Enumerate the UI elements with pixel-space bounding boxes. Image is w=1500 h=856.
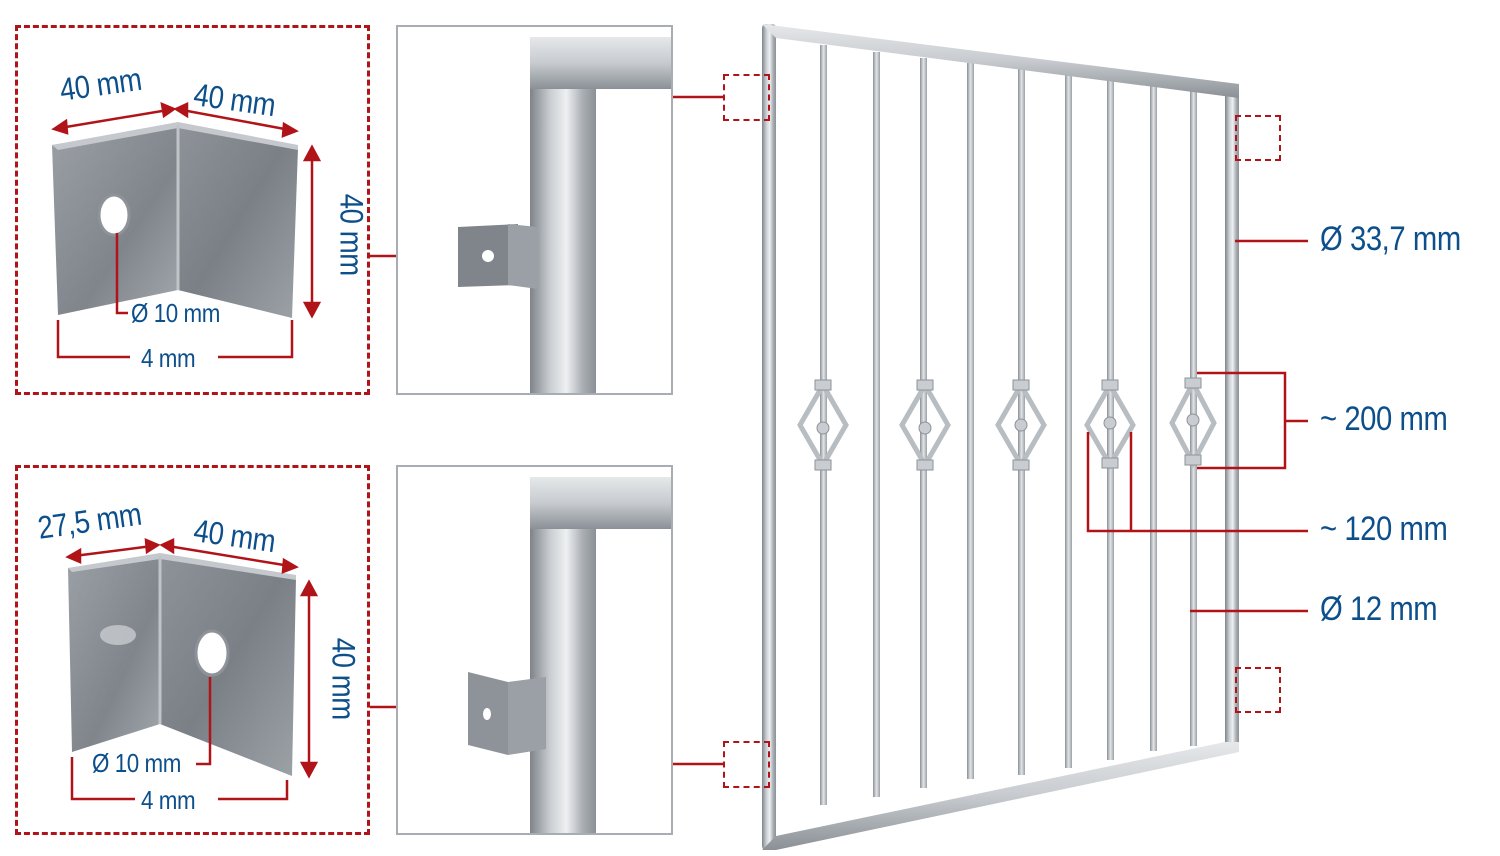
frame-corner-with-bracket-bottom — [468, 477, 671, 833]
grille-mount-marker-top-left — [723, 74, 770, 121]
window-grille — [762, 24, 1239, 850]
bracket-top-hole-label: Ø 10 mm — [131, 298, 220, 328]
detail-panel-top — [396, 25, 673, 395]
bracket-top-height-label: 40 mm — [333, 193, 370, 276]
bar-spacing-label: ~ 120 mm — [1320, 510, 1448, 548]
bracket-bottom-thickness-label: 4 mm — [141, 785, 196, 815]
bracket-top-dimensions — [51, 101, 322, 359]
bracket-top-frame — [15, 25, 370, 395]
frame-corner-with-bracket-top — [458, 37, 671, 393]
detail-panel-bottom — [396, 465, 673, 835]
bracket-top-thickness-label: 4 mm — [141, 343, 196, 373]
bracket-bottom-illustration — [68, 553, 296, 776]
bracket-top-illustration — [52, 122, 298, 318]
ornament-height-label: ~ 200 mm — [1320, 400, 1448, 438]
grille-mount-marker-bottom-right — [1235, 667, 1281, 713]
bracket-bottom-height-label: 40 mm — [325, 637, 362, 720]
frame-diameter-label: Ø 33,7 mm — [1320, 220, 1461, 258]
grille-dimension-lines — [1086, 239, 1308, 613]
bracket-bottom-frame — [15, 465, 370, 835]
grille-mount-marker-top-right — [1235, 115, 1281, 161]
bracket-bottom-hole-label: Ø 10 mm — [92, 748, 181, 778]
bracket-bottom-dimensions — [65, 538, 319, 801]
grille-mount-marker-bottom-left — [723, 741, 770, 788]
bar-diameter-label: Ø 12 mm — [1320, 590, 1438, 628]
